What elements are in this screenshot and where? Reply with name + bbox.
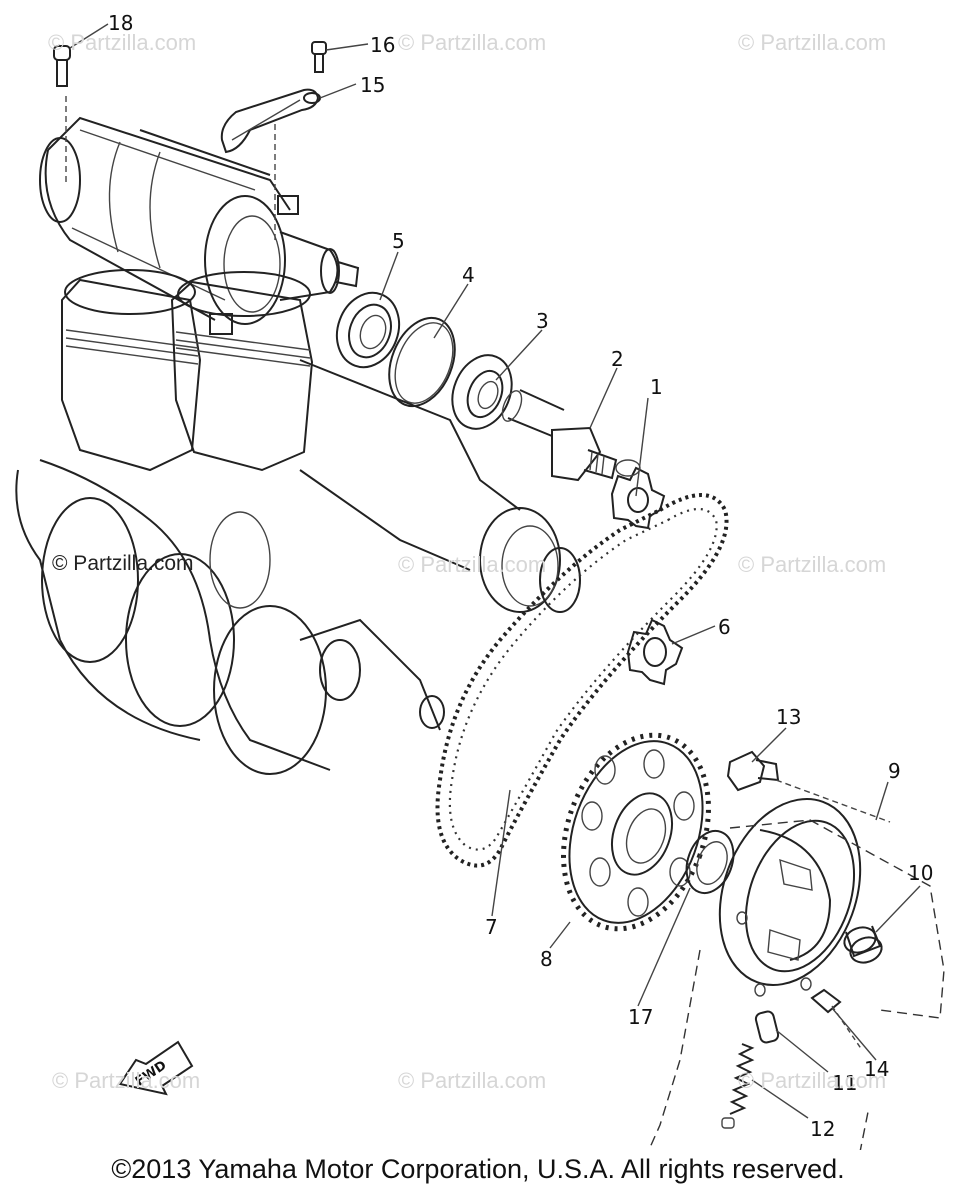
leader-lines (69, 23, 921, 1119)
roller-part-10 (843, 925, 883, 964)
shaft-part-2 (501, 389, 618, 482)
watermark-8: © Partzilla.com (398, 1068, 547, 1093)
callout-5: 5 (392, 229, 405, 253)
callout-labels: 1 2 3 4 5 6 7 8 9 10 11 12 13 14 15 16 1… (108, 11, 933, 1141)
callout-9: 9 (888, 759, 901, 783)
watermark-2: © Partzilla.com (398, 30, 547, 55)
callout-8: 8 (540, 947, 553, 971)
bearing-part-3 (451, 354, 513, 430)
callout-7: 7 (485, 915, 498, 939)
callout-1: 1 (650, 375, 663, 399)
spring-part-12 (721, 1043, 755, 1129)
watermark-1: © Partzilla.com (48, 30, 197, 55)
copyright-notice: ©2013 Yamaha Motor Corporation, U.S.A. A… (111, 1154, 845, 1184)
watermark-5: © Partzilla.com (398, 552, 547, 577)
callout-18: 18 (108, 11, 133, 35)
o-ring-part-4 (388, 316, 456, 408)
cap-part-11 (754, 1010, 780, 1044)
callout-3: 3 (536, 309, 549, 333)
callout-17: 17 (628, 1005, 653, 1029)
washer-part-17 (685, 830, 735, 894)
callout-14: 14 (864, 1057, 889, 1081)
watermark-3: © Partzilla.com (738, 30, 887, 55)
callout-10: 10 (908, 861, 933, 885)
callout-4: 4 (462, 263, 475, 287)
screw-part-18 (53, 45, 71, 87)
callout-16: 16 (370, 33, 395, 57)
callout-2: 2 (611, 347, 624, 371)
callout-13: 13 (776, 705, 801, 729)
starter-motor (39, 96, 360, 335)
screw-part-16 (311, 41, 327, 73)
clutch-subassembly-bracket (648, 949, 869, 1150)
callout-15: 15 (360, 73, 385, 97)
callout-12: 12 (810, 1117, 835, 1141)
callout-6: 6 (718, 615, 731, 639)
exploded-view-drawing: FWD 1 2 3 4 (15, 11, 945, 1150)
sprocket-part-6 (626, 618, 684, 686)
clamp-part-15 (220, 88, 321, 154)
sprocket-part-1 (610, 459, 666, 530)
pin-part-14 (810, 988, 863, 1051)
watermark-9: © Partzilla.com (738, 1068, 887, 1093)
sprocket-part-8 (561, 732, 711, 932)
crankshaft-assembly (15, 269, 581, 775)
bolt-part-13 (726, 750, 891, 823)
watermark-4: © Partzilla.com (52, 552, 194, 575)
callout-11: 11 (832, 1071, 857, 1095)
starter-clutch-part-9 (718, 798, 945, 1019)
watermark-6: © Partzilla.com (738, 552, 887, 577)
chain-part-7 (435, 493, 729, 868)
oil-seal-part-5 (335, 291, 401, 369)
watermark-7: © Partzilla.com (52, 1068, 201, 1093)
